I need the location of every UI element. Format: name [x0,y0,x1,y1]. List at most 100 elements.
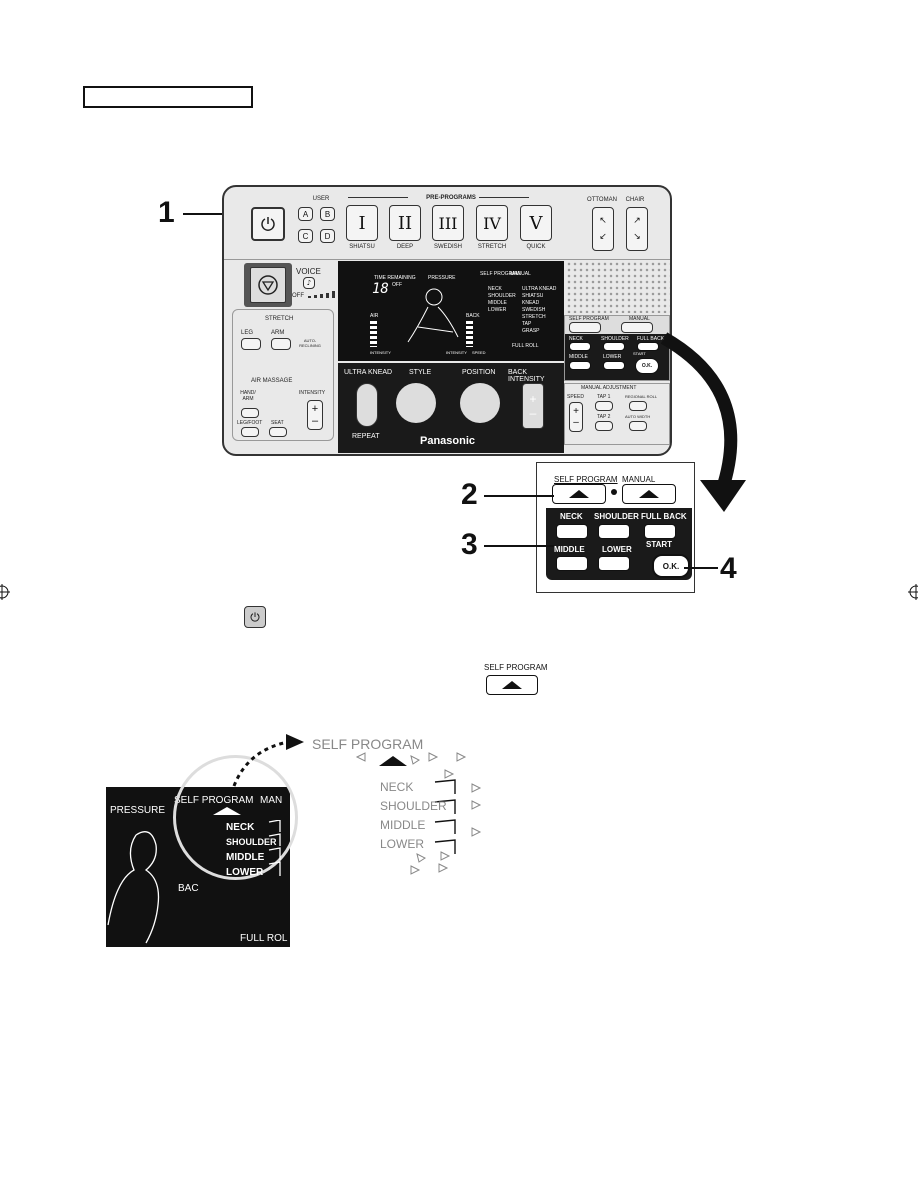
intensity-label: INTENSITY [299,390,326,396]
ultra-knead-button[interactable] [356,383,378,427]
power-button[interactable] [251,207,285,241]
back-intensity-button[interactable]: +– [522,383,544,429]
zoom-middle-button[interactable] [556,556,588,571]
right-manual-button[interactable] [621,322,653,333]
hand-arm-button[interactable] [241,408,259,418]
program-3-button[interactable]: III [432,205,464,241]
chair-down-icon: ↘ [633,232,641,242]
right-full-back-button[interactable] [637,342,659,351]
style-dial[interactable] [396,383,436,423]
manual-adjustment-label: MANUAL ADJUSTMENT [581,385,637,391]
chair-label: CHAIR [625,197,645,203]
program-5-label: QUICK [526,244,546,250]
air-intensity-button[interactable]: +– [307,400,323,430]
program-1-button[interactable]: I [346,205,378,241]
display-area-list: NECK SHOULDER MIDDLE LOWER [226,820,277,880]
step-4-label: 4 [720,552,737,585]
dashed-arrow [232,734,304,787]
zoom-neck-button[interactable] [556,524,588,539]
arm-stretch-button[interactable] [271,338,291,350]
zoom-shoulder-button[interactable] [598,524,630,539]
section-header-box [83,86,253,108]
ultra-knead-label: ULTRA KNEAD [344,369,393,376]
ottoman-up-icon: ↖ [599,216,607,226]
speed-label: SPEED [567,394,584,400]
right-self-program-button[interactable] [569,322,601,333]
display-up-triangle-icon [213,807,241,815]
stop-icon [258,275,278,295]
registration-mark-right [908,584,918,600]
tap2-label: TAP 2 [597,414,611,420]
right-manual-label: MANUAL [629,316,650,322]
lcd-back: BACK [466,313,480,319]
right-middle-label: MIDDLE [569,354,588,360]
stop-button[interactable] [250,267,286,303]
program-4-button[interactable]: IV [476,205,508,241]
right-neck-label: NECK [569,336,583,342]
zoom-full-back-button[interactable] [644,524,676,539]
inline-self-program-button-icon [486,675,538,695]
program-2-button[interactable]: II [389,205,421,241]
zoom-start-label: START [646,540,673,549]
auto-width-button[interactable] [629,421,647,431]
tap2-button[interactable] [595,421,613,431]
leg-stretch-button[interactable] [241,338,261,350]
self-program-section: SELF PROGRAM MANUAL NECK SHOULDER FULL B… [564,315,670,381]
voice-level-icon [308,291,335,298]
zoom-manual-button[interactable] [622,484,676,504]
lcd-off: OFF [392,282,402,288]
zoom-self-program-button[interactable] [552,484,606,504]
preprograms-label: PRE-PROGRAMS [426,195,476,201]
lcd-mode-3: KNEAD [522,300,540,306]
inline-self-program-label: SELF PROGRAM [484,663,548,672]
display-area-shoulder: SHOULDER [226,837,277,847]
position-dial[interactable] [460,383,500,423]
remote-control-panel: USER A B C D PRE-PROGRAMS I SHIATSU II D… [222,185,672,456]
zoom-ok-button[interactable]: O.K. [652,554,690,578]
blink-area-shoulder: SHOULDER [380,799,447,813]
air-massage-label: AIR MASSAGE [251,378,293,384]
seat-button[interactable] [269,427,287,437]
user-a-button[interactable]: A [298,207,313,221]
user-d-button[interactable]: D [320,229,335,243]
right-start-label: START [633,351,646,356]
right-middle-button[interactable] [569,361,591,370]
ottoman-buttons[interactable]: ↖↙ [592,207,614,251]
user-b-button[interactable]: B [320,207,335,221]
leg-foot-button[interactable] [241,427,259,437]
program-4-label: STRETCH [477,244,507,250]
inline-power-button-icon [244,606,266,628]
user-c-button[interactable]: C [298,229,313,243]
back-intensity-label: BACK INTENSITY [508,369,545,383]
right-neck-button[interactable] [569,342,591,351]
speed-button[interactable]: +– [569,402,583,432]
speaker-grille [566,261,670,313]
right-full-back-label: FULL BACK [637,336,665,342]
display-full-roll-cut: FULL ROL [240,933,288,944]
display-pressure: PRESSURE [110,805,166,816]
lcd-area-shoulder: SHOULDER [488,293,516,299]
hand-arm-label: HAND/ ARM [240,390,256,402]
program-5-button[interactable]: V [520,205,552,241]
zoom-lower-button[interactable] [598,556,630,571]
right-ok-button[interactable]: O.K. [635,358,659,374]
right-shoulder-button[interactable] [603,342,625,351]
display-body-outline-icon [107,831,160,944]
regional-roll-button[interactable] [629,401,647,411]
manual-adjustment-section: MANUAL ADJUSTMENT SPEED +– TAP 1 REGIONA… [564,383,670,445]
lcd-mode-1: ULTRA KNEAD [522,286,557,292]
zoom-neck-label: NECK [560,512,583,521]
tap1-button[interactable] [595,401,613,411]
lcd-speed: SPEED [472,350,486,355]
zoom-shoulder-label: SHOULDER [594,512,639,521]
up-triangle-icon [639,490,659,498]
zoom-manual-label: MANUAL [622,475,656,484]
chair-buttons[interactable]: ↗↘ [626,207,648,251]
lcd-intensity: INTENSITY [370,350,391,355]
right-lower-button[interactable] [603,361,625,370]
step-3-label: 3 [461,528,478,561]
stretch-label: STRETCH [265,316,294,322]
blink-area-neck: NECK [380,780,414,794]
step-2-leader [484,495,554,497]
voice-button[interactable]: ♪ [303,277,315,289]
